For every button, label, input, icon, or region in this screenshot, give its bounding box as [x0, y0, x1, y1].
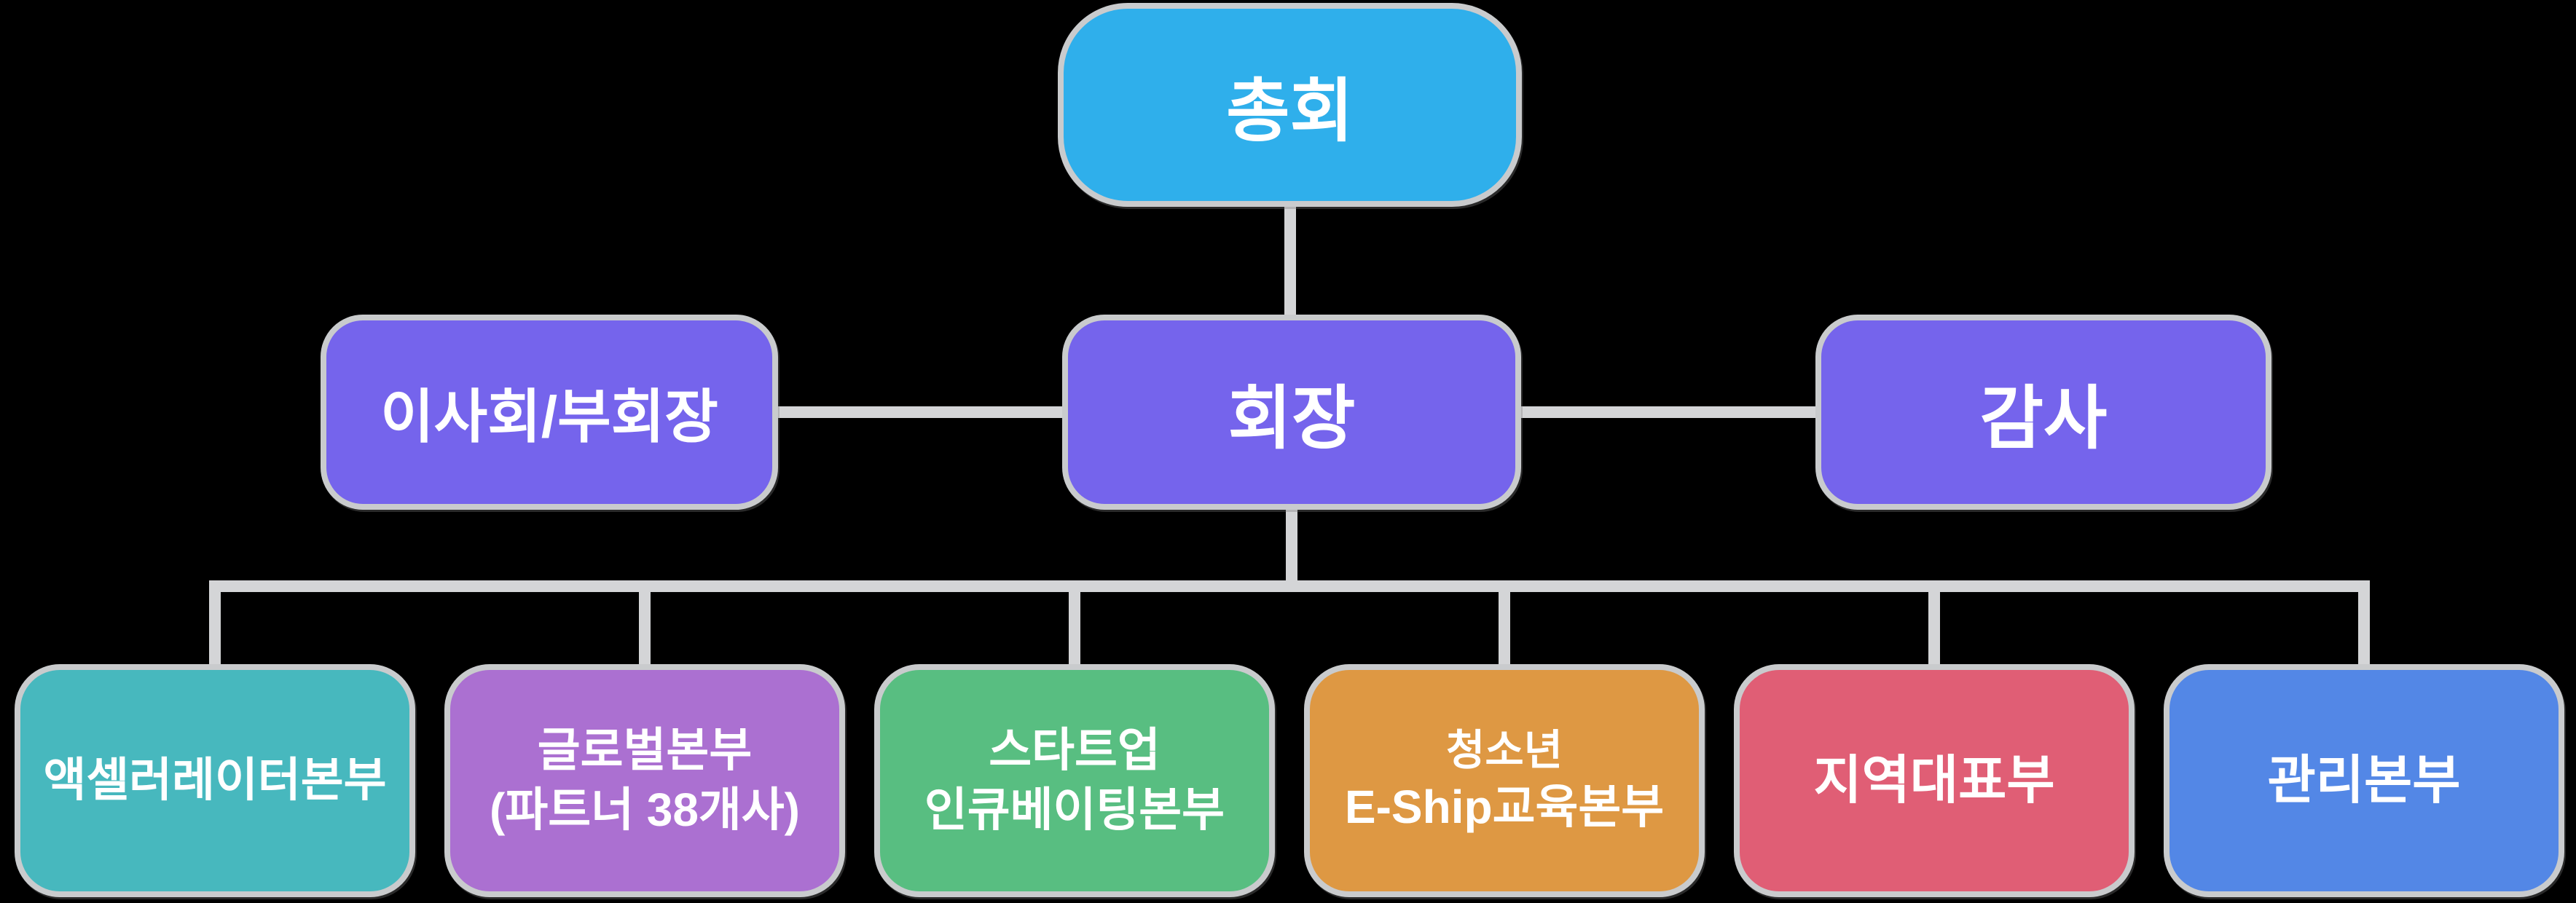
node-audit[interactable]: 감사: [1815, 315, 2271, 510]
connector-drop-dept-4: [1499, 583, 1510, 667]
connector-board-to-chairman: [772, 406, 1067, 418]
node-regional-representative-div[interactable]: 지역대표부: [1734, 664, 2135, 897]
node-startup-incubating-hq[interactable]: 스타트업 인큐베이팅본부: [874, 664, 1275, 897]
node-regional-representative-div-label: 지역대표부: [1813, 751, 2055, 810]
connector-drop-dept-5: [1928, 583, 1940, 667]
node-management-hq-label: 관리본부: [2267, 751, 2461, 810]
node-accelerator-hq-label: 액셀러레이터본부: [43, 754, 387, 807]
node-accelerator-hq[interactable]: 액셀러레이터본부: [15, 664, 415, 897]
node-startup-incubating-hq-label-line2: 인큐베이팅본부: [924, 784, 1225, 836]
node-startup-incubating-hq-label-line1: 스타트업: [989, 724, 1161, 777]
node-management-hq[interactable]: 관리본부: [2164, 664, 2564, 897]
node-board-vice-chairman-label: 이사회/부회장: [380, 385, 718, 449]
node-global-hq[interactable]: 글로벌본부 (파트너 38개사): [444, 664, 845, 897]
node-chairman-label: 회장: [1228, 379, 1356, 457]
node-audit-label: 감사: [1979, 379, 2108, 457]
node-youth-eship-education-hq-label-line1: 청소년: [1445, 726, 1563, 774]
connector-drop-dept-2: [639, 583, 651, 667]
connector-drop-dept-3: [1069, 583, 1080, 667]
connector-rail: [209, 580, 2370, 592]
connector-drop-dept-1: [209, 583, 221, 667]
node-youth-eship-education-hq[interactable]: 청소년 E-Ship교육본부: [1304, 664, 1705, 897]
node-youth-eship-education-hq-label-line2: E-Ship교육본부: [1344, 781, 1665, 834]
node-general-assembly[interactable]: 총회: [1058, 3, 1522, 207]
node-board-vice-chairman[interactable]: 이사회/부회장: [321, 315, 778, 510]
node-general-assembly-label: 총회: [1226, 72, 1354, 150]
node-global-hq-label-line2: (파트너 38개사): [490, 784, 800, 836]
node-global-hq-label-line1: 글로벌본부: [537, 724, 753, 777]
connector-assembly-to-chairman: [1284, 204, 1296, 318]
connector-chairman-to-audit: [1517, 406, 1818, 418]
connector-chairman-to-rail: [1286, 508, 1297, 590]
connector-drop-dept-6: [2358, 583, 2370, 667]
node-chairman[interactable]: 회장: [1062, 315, 1521, 510]
